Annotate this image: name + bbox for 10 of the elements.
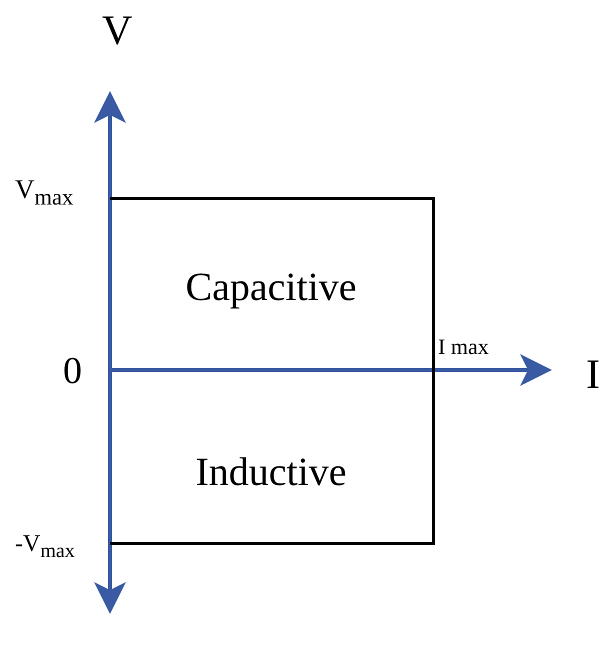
region-box — [110, 197, 435, 373]
tick-label: -V$_{max}$ — [15, 532, 75, 561]
region-box — [110, 370, 435, 545]
tick-label: 0 — [63, 352, 82, 390]
tick-label: I max — [438, 336, 489, 358]
region-label: Inductive — [195, 448, 347, 494]
tick-label: V$_{max}$ — [15, 176, 74, 209]
axis-title: I — [586, 354, 600, 396]
axis-title: V — [102, 10, 132, 52]
region-label: Capacitive — [185, 263, 357, 310]
